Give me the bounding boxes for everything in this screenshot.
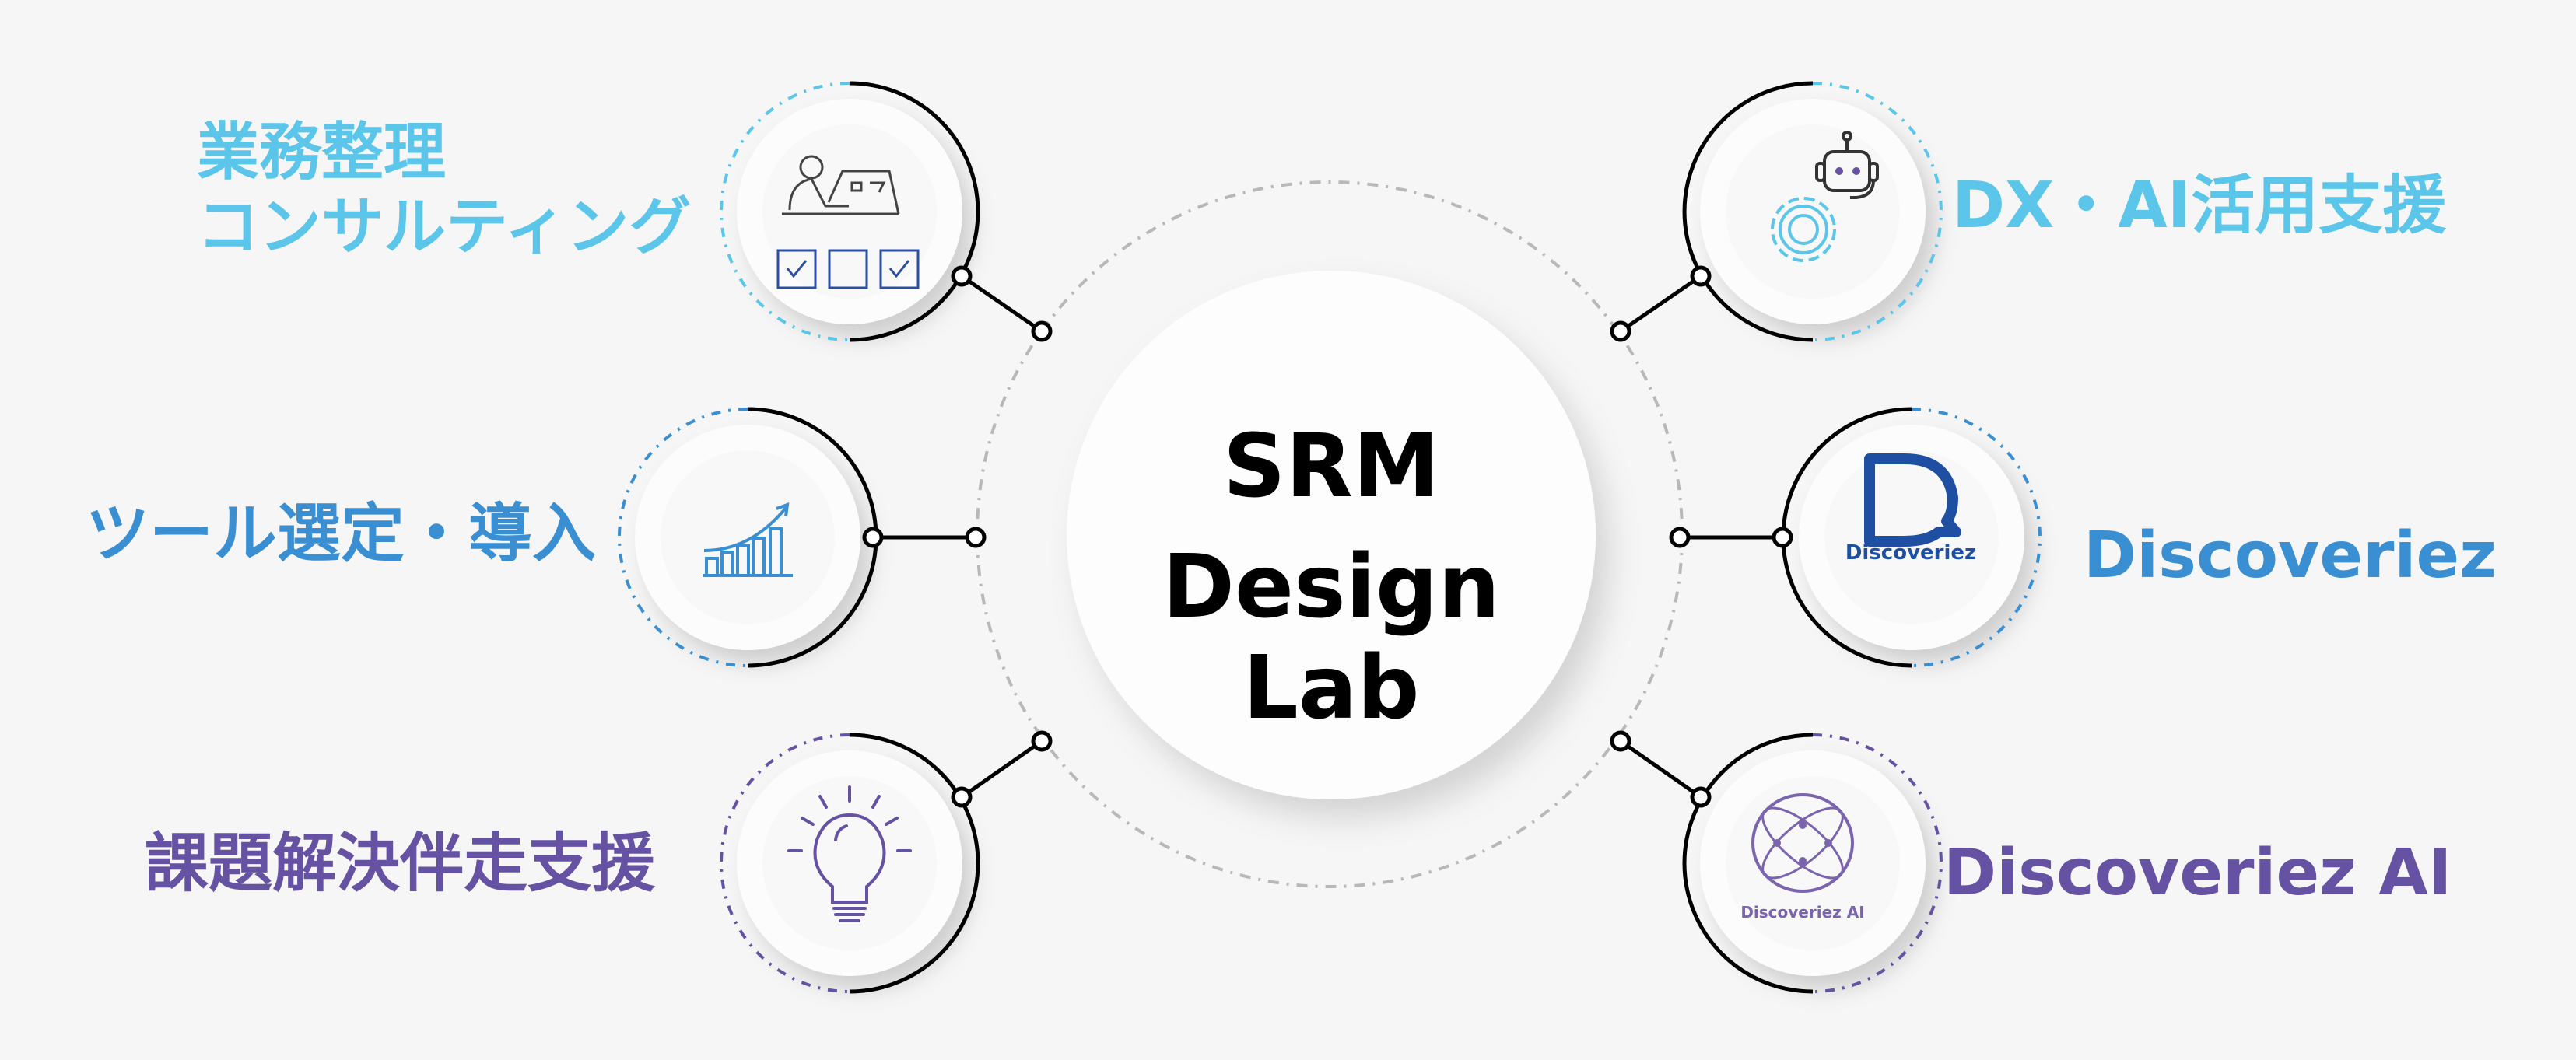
connectors [873,274,1782,799]
satellite-tool-selection [618,407,878,668]
label-problem-solving: 課題解決伴走支援 [145,827,656,901]
lightbulb-icon [787,785,912,922]
satellite-dx-ai [1682,81,1943,342]
satellite-problem-solving [720,733,980,994]
discoveriez-logo-text: Discoveriez [1845,541,1976,565]
label-tool-selection: ツール選定・導入 [86,497,597,571]
label-dx-ai: DX・AI活用支援 [1952,169,2447,243]
center-title-line1: SRM [1222,416,1440,517]
label-discoveriez: Discoveriez [2084,519,2497,593]
satellite-discoveriez-ai: Discoveriez AI [1682,733,1943,994]
discoveriez-ai-logo-icon: Discoveriez AI [1740,793,1865,922]
satellite-consulting [720,81,980,342]
label-consulting: 業務整理 コンサルティング [197,115,691,264]
desk-worker-checklist-icon [776,155,920,289]
growth-chart-icon [703,502,793,577]
discoveriez-logo-icon: Discoveriez [1845,453,1976,565]
robot-gear-icon [1771,131,1879,262]
center-circle [1067,271,1596,799]
label-discoveriez-ai: Discoveriez AI [1943,836,2452,910]
label-consulting-line1: 業務整理 [197,116,446,188]
center-title-line2: Design Lab [1162,537,1500,739]
connector-nodes [862,265,1793,808]
label-consulting-line2: コンサルティング [197,191,692,263]
satellite-discoveriez: Discoveriez [1781,407,2042,668]
discoveriez-ai-logo-text: Discoveriez AI [1740,903,1864,922]
